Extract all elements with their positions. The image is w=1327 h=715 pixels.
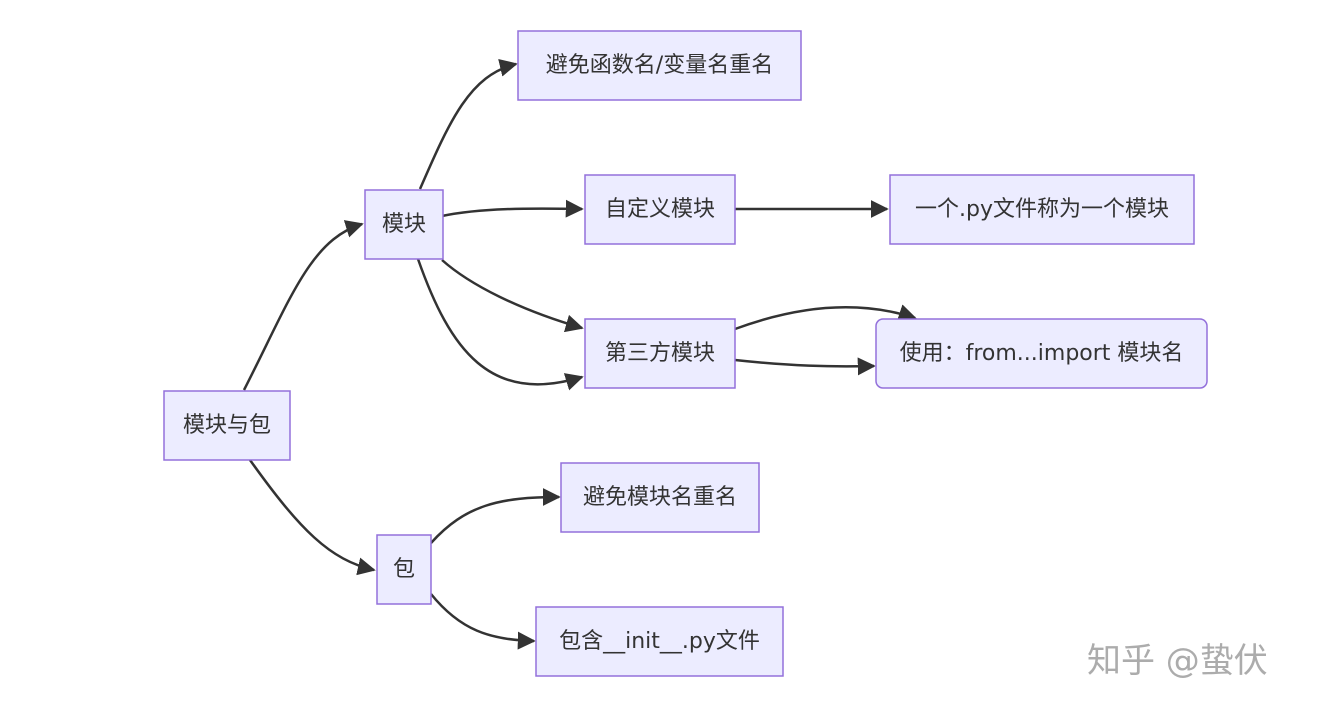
edge-third-party-to-usage-lower [734,357,876,376]
node-avoid-name-conflict-label: 避免函数名/变量名重名 [546,53,773,78]
node-custom-module-label: 自定义模块 [605,197,715,222]
node-package-label: 包 [393,557,415,582]
node-root[interactable]: 模块与包 [163,390,291,461]
edges [242,59,917,650]
edge-module-to-custom-module [441,199,584,218]
node-usage-import[interactable]: 使用：from...import 模块名 [875,318,1208,389]
node-module[interactable]: 模块 [364,189,444,260]
node-avoid-name-conflict[interactable]: 避免函数名/变量名重名 [517,30,802,101]
edge-root-to-module [242,220,364,391]
edge-root-to-package [248,459,376,576]
node-contains-init-label: 包含__init__.py文件 [559,629,760,654]
node-root-label: 模块与包 [183,413,271,438]
node-usage-import-label: 使用：from...import 模块名 [900,341,1184,366]
edge-package-to-contains-init [430,593,536,650]
node-avoid-module-conflict[interactable]: 避免模块名重名 [560,462,760,533]
node-py-file-is-module[interactable]: 一个.py文件称为一个模块 [889,174,1195,245]
node-third-party-module[interactable]: 第三方模块 [584,318,736,389]
node-avoid-module-conflict-label: 避免模块名重名 [583,485,737,510]
node-contains-init[interactable]: 包含__init__.py文件 [535,606,784,677]
edge-module-to-avoid-name-conflict [418,59,518,190]
edge-module-to-third-party-upper [441,259,584,333]
node-package[interactable]: 包 [376,534,432,605]
node-third-party-module-label: 第三方模块 [605,341,715,366]
watermark: 知乎 @蛰伏 [1087,641,1268,681]
node-module-label: 模块 [382,212,426,237]
edge-third-party-to-usage-upper [734,304,917,331]
edge-package-to-avoid-module-conflict [430,488,561,544]
node-custom-module[interactable]: 自定义模块 [584,174,736,245]
node-py-file-is-module-label: 一个.py文件称为一个模块 [915,197,1169,222]
edge-module-to-third-party-lower [416,258,584,391]
